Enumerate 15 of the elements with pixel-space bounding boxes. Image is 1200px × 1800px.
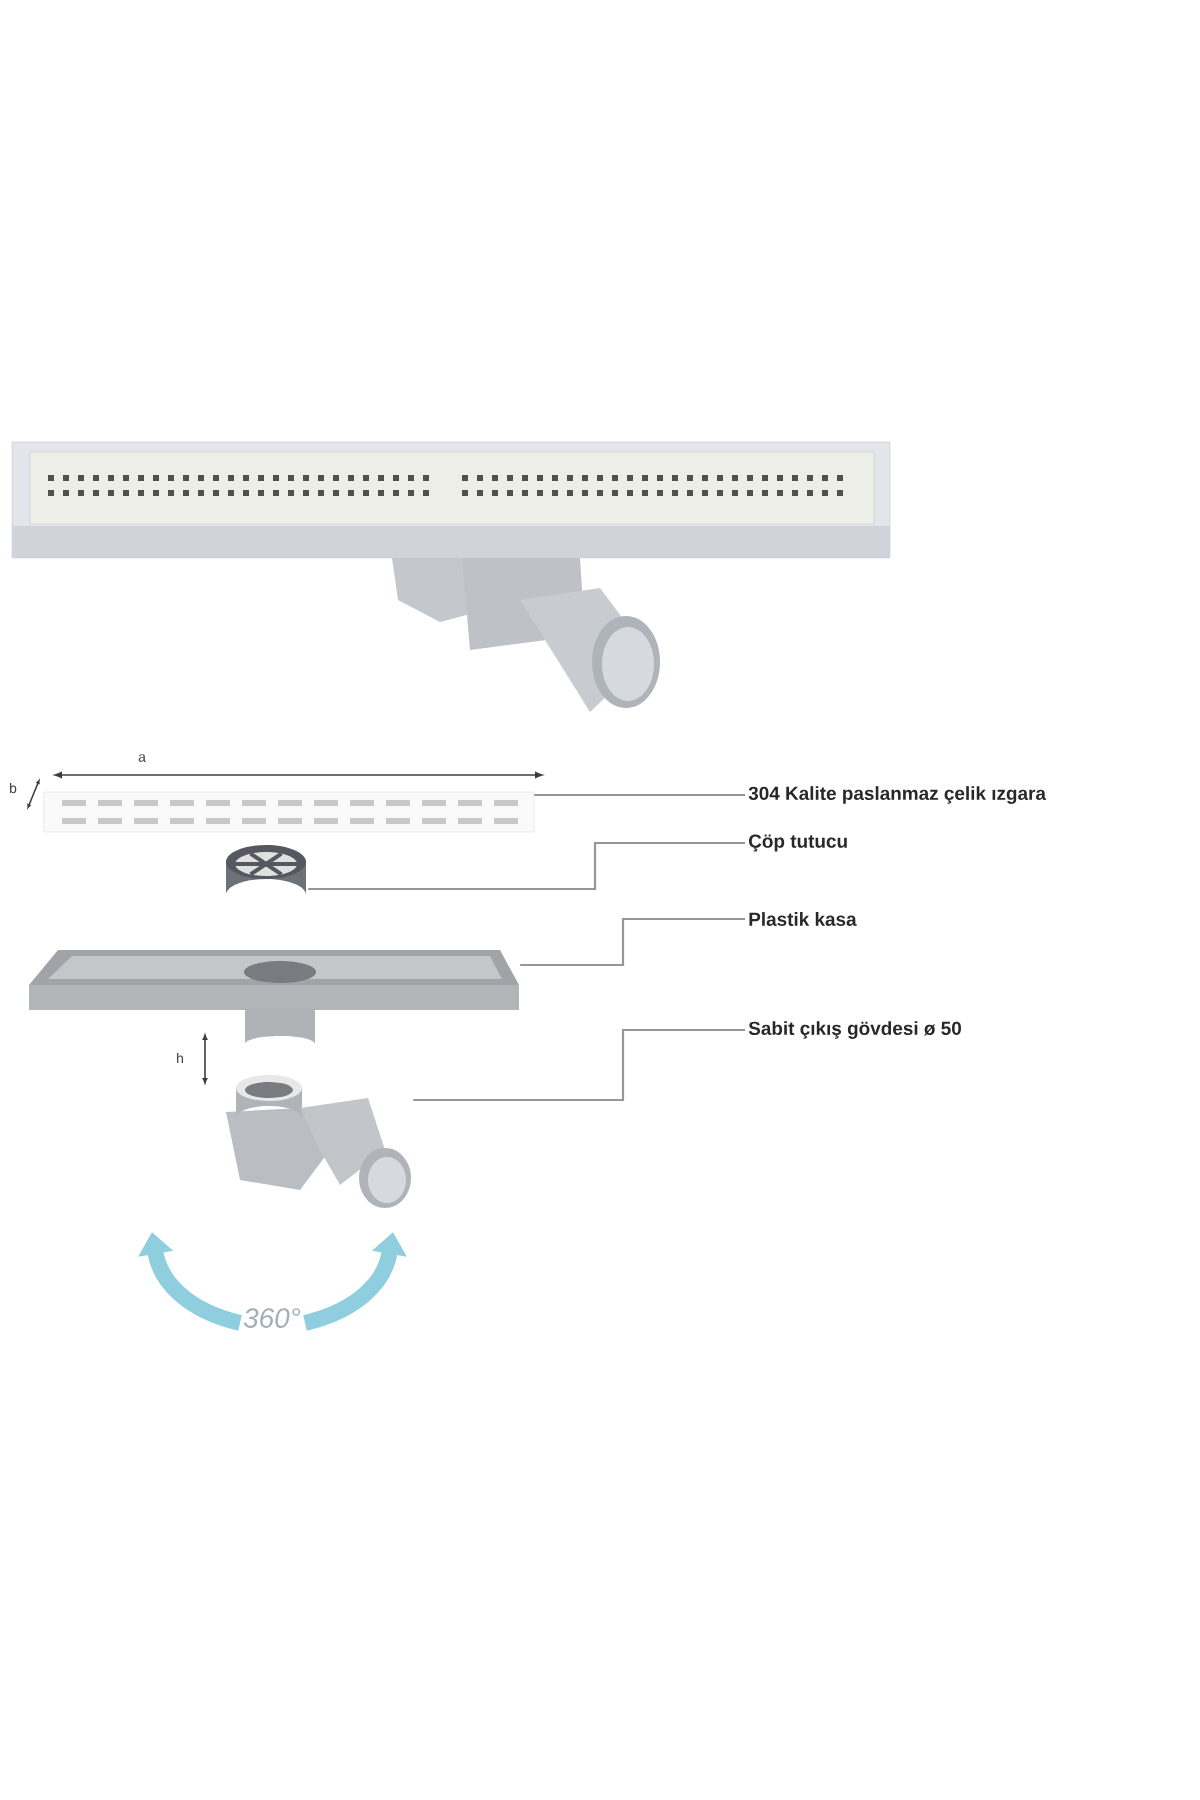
part-label: Plastik kasa	[749, 912, 857, 926]
strainer-drawing	[226, 845, 306, 895]
outlet-drawing	[226, 1075, 411, 1208]
leader-line	[308, 841, 745, 891]
part-label: Sabit çıkış gövdesi ø 50	[748, 1021, 961, 1039]
angle-label: 360°	[243, 1308, 301, 1328]
dimension-label: b	[10, 782, 17, 794]
leader-line	[520, 917, 745, 967]
dimension-label: a	[138, 754, 146, 762]
grate-drawing	[43, 791, 535, 833]
part-label: 304 Kalite paslanmaz çelik ızgara	[748, 786, 1047, 804]
leader-line	[534, 793, 745, 797]
part-label: Çöp tutucu	[749, 834, 847, 852]
tray-drawing	[29, 950, 519, 1044]
leader-line	[413, 1028, 745, 1102]
